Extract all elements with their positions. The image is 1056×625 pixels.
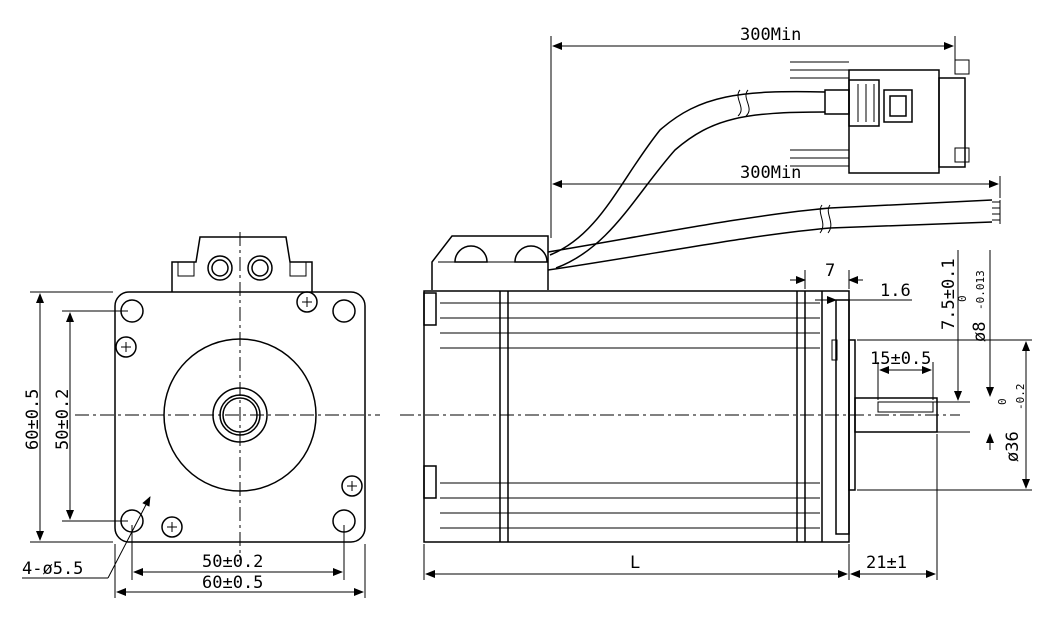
front-view: [75, 232, 380, 560]
dim-shaft-length: 21±1: [866, 553, 907, 573]
dim-50-vertical: 50±0.2: [53, 389, 73, 450]
dim-holes-label: 4-ø5.5: [22, 559, 83, 579]
dim-body-length: L: [630, 553, 640, 573]
dim-cable-top: 300Min: [740, 25, 801, 45]
dim-pilot-tol-top: 0: [996, 398, 1009, 405]
dim-60-vertical: 60±0.5: [23, 389, 43, 450]
dim-pilot-dia: ø36: [1003, 431, 1023, 462]
front-dimensions: 60±0.5 50±0.2 50±0.2 60±0.5 4-ø5.5: [22, 291, 366, 598]
dim-key-height: 7.5±0.1: [939, 258, 959, 330]
dim-shaft-tol-bot: -0.013: [974, 270, 987, 310]
dim-key-length: 15±0.5: [870, 349, 931, 369]
dim-cable-mid: 300Min: [740, 163, 801, 183]
dim-shaft-tol-top: 0: [956, 295, 969, 302]
side-view: [400, 235, 960, 543]
cables: [547, 59, 1001, 271]
side-dimensions: 300Min 300Min L 21±1 7 1.6 15±0.5 7.5±0.…: [423, 25, 1032, 580]
dim-60-horizontal: 60±0.5: [202, 573, 263, 593]
dim-flange-1-6: 1.6: [880, 281, 911, 301]
dim-50-horizontal: 50±0.2: [202, 552, 263, 572]
dim-pilot-tol-bot: -0.2: [1014, 384, 1027, 411]
screw-icon: [115, 291, 363, 538]
dim-shaft-dia: ø8: [970, 322, 990, 342]
dim-flange-7: 7: [825, 261, 835, 281]
